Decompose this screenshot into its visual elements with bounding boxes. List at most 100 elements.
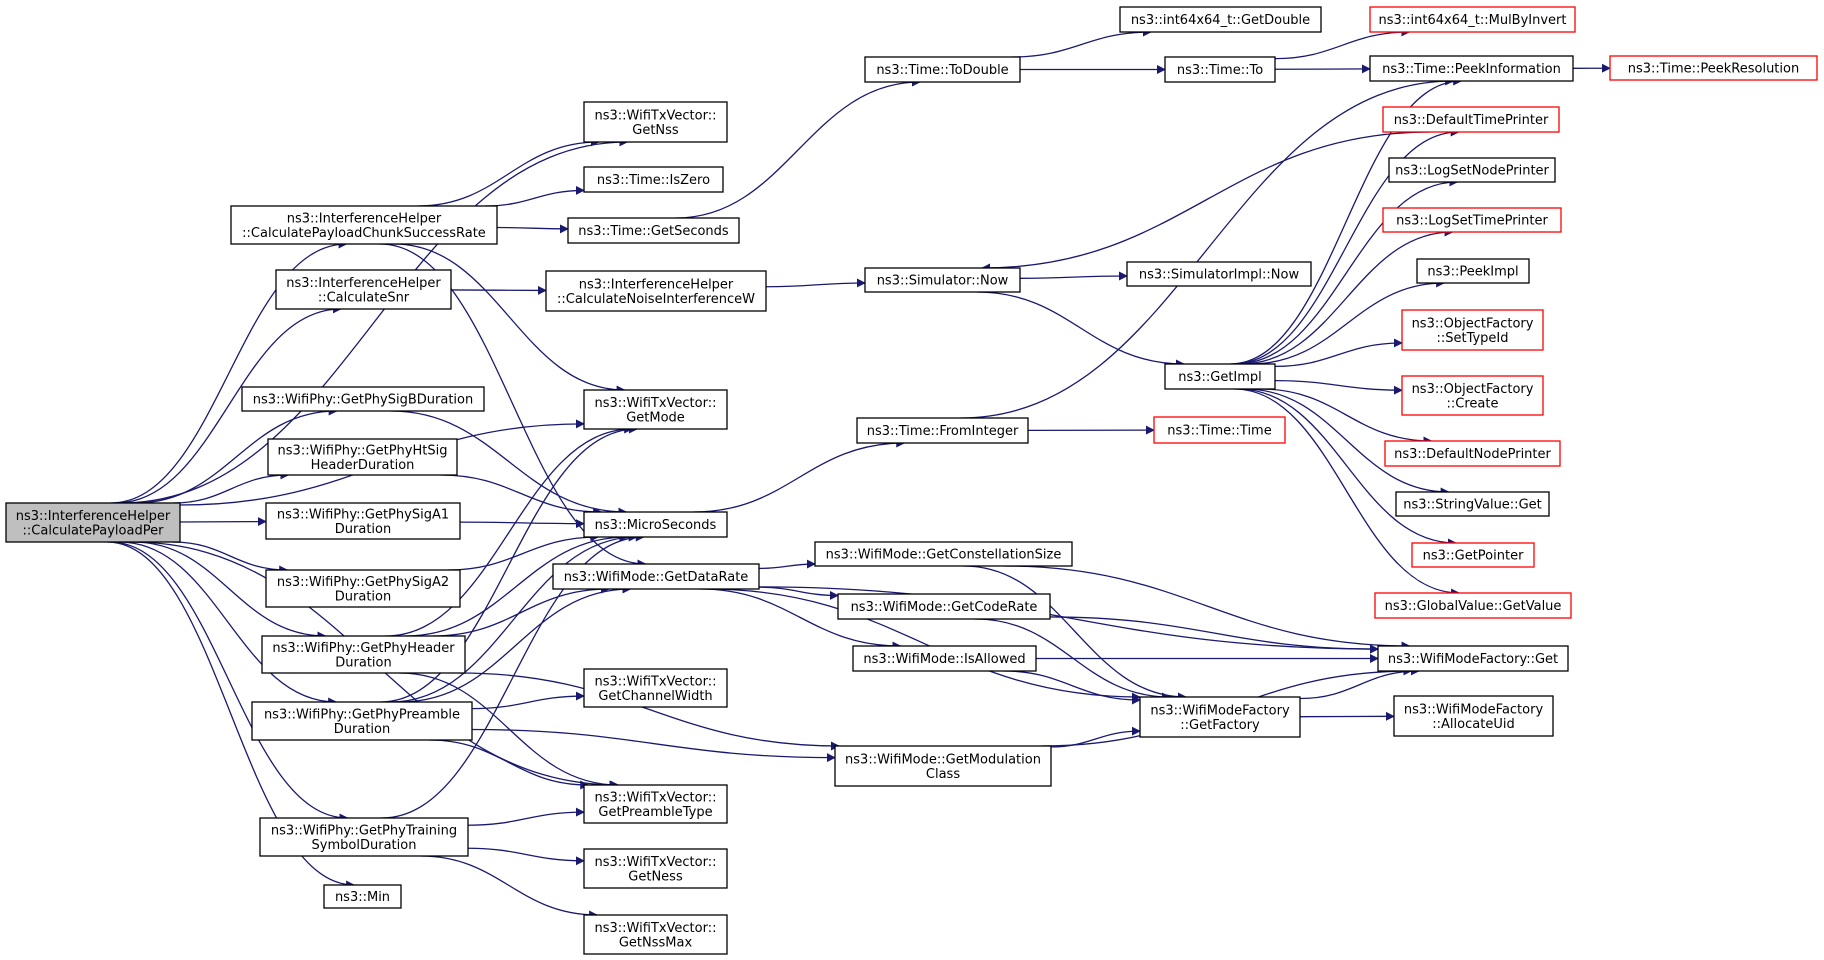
node-box	[1164, 56, 1276, 83]
node-isZero[interactable]: ns3::Time::IsZero	[583, 166, 724, 193]
node-timeTime[interactable]: ns3::Time::Time	[1153, 416, 1286, 444]
node-box	[834, 745, 1052, 787]
edge-isAllowed-to-factory	[1003, 670, 1141, 705]
node-label-line: ns3::Time::Time	[1167, 424, 1271, 439]
node-gvGet[interactable]: ns3::GlobalValue::GetValue	[1374, 592, 1572, 619]
edge-defTime-to-now	[981, 131, 1430, 273]
node-label-line: ns3::ObjectFactory	[1412, 316, 1534, 331]
node-box	[265, 569, 461, 608]
node-box	[1416, 258, 1530, 284]
node-box	[1369, 6, 1576, 33]
node-noise[interactable]: ns3::InterferenceHelper::CalculateNoiseI…	[545, 270, 767, 312]
edge-getImpl-to-logNode	[1235, 177, 1459, 365]
node-box	[1139, 696, 1301, 738]
node-box	[1382, 207, 1562, 233]
node-train[interactable]: ns3::WifiPhy::GetPhyTrainingSymbolDurati…	[259, 817, 469, 857]
node-fromInt[interactable]: ns3::Time::FromInteger	[856, 417, 1029, 444]
node-now[interactable]: ns3::Simulator::Now	[864, 267, 1021, 293]
node-label-line: ns3::WifiMode::GetDataRate	[564, 570, 749, 585]
node-defNode[interactable]: ns3::DefaultNodePrinter	[1384, 440, 1561, 467]
node-label-line: ns3::Simulator::Now	[877, 274, 1009, 289]
node-codeRate[interactable]: ns3::WifiMode::GetCodeRate	[837, 593, 1051, 620]
node-nssMax[interactable]: ns3::WifiTxVector::GetNssMax	[583, 914, 728, 955]
edge-codeRate-to-wmfGet	[1049, 616, 1379, 654]
node-label-line: Duration	[335, 589, 391, 604]
node-box	[261, 635, 466, 674]
node-timeTo[interactable]: ns3::Time::To	[1164, 56, 1276, 83]
node-objSet[interactable]: ns3::ObjectFactory::SetTypeId	[1401, 309, 1544, 351]
node-label-line: Duration	[334, 722, 390, 737]
node-peekRes[interactable]: ns3::Time::PeekResolution	[1609, 55, 1818, 81]
node-logNode[interactable]: ns3::LogSetNodePrinter	[1388, 157, 1556, 183]
node-calcChunk[interactable]: ns3::InterferenceHelper::CalculatePayloa…	[230, 205, 498, 245]
node-label-line: ns3::WifiPhy::GetPhySigA1	[277, 507, 449, 522]
edge-getImpl-to-peekImpl	[1249, 278, 1446, 365]
node-label-line: ::Create	[1447, 396, 1499, 411]
node-defTime[interactable]: ns3::DefaultTimePrinter	[1382, 106, 1560, 133]
node-preType[interactable]: ns3::WifiTxVector::GetPreambleType	[583, 784, 728, 824]
node-box	[567, 217, 740, 244]
node-box	[265, 502, 461, 540]
node-sigB[interactable]: ns3::WifiPhy::GetPhySigBDuration	[241, 386, 485, 412]
node-getPtr[interactable]: ns3::GetPointer	[1411, 542, 1535, 568]
node-micro[interactable]: ns3::MicroSeconds	[583, 511, 728, 538]
edge-getImpl-to-strGet	[1244, 388, 1450, 497]
edge-root-to-train	[109, 541, 349, 823]
node-logTime[interactable]: ns3::LogSetTimePrinter	[1382, 207, 1562, 233]
node-getMode[interactable]: ns3::WifiTxVector::GetMode	[583, 389, 728, 430]
node-toDouble[interactable]: ns3::Time::ToDouble	[864, 56, 1021, 83]
node-label-line: GetMode	[626, 410, 685, 425]
node-box	[1384, 440, 1561, 467]
edge-calcChunk-to-nss	[417, 137, 600, 207]
node-box	[1395, 491, 1550, 517]
node-getImpl[interactable]: ns3::GetImpl	[1164, 363, 1276, 390]
node-peekInfo[interactable]: ns3::Time::PeekInformation	[1369, 55, 1574, 82]
node-strGet[interactable]: ns3::StringValue::Get	[1395, 491, 1550, 517]
node-label-line: ns3::WifiPhy::GetPhyHtSig	[278, 443, 448, 458]
node-allocUid[interactable]: ns3::WifiModeFactory::AllocateUid	[1393, 695, 1554, 737]
node-chWidth[interactable]: ns3::WifiTxVector::GetChannelWidth	[583, 668, 728, 708]
node-nss[interactable]: ns3::WifiTxVector::GetNss	[583, 101, 728, 143]
node-getDouble[interactable]: ns3::int64x64_t::GetDouble	[1119, 6, 1322, 33]
edge-train-to-ness	[467, 847, 585, 866]
node-constSize[interactable]: ns3::WifiMode::GetConstellationSize	[814, 541, 1073, 567]
node-box	[251, 701, 473, 741]
node-isAllowed[interactable]: ns3::WifiMode::IsAllowed	[852, 645, 1037, 672]
node-factory[interactable]: ns3::WifiModeFactory::GetFactory	[1139, 696, 1301, 738]
node-label-line: ns3::MicroSeconds	[595, 518, 717, 533]
node-box	[1401, 309, 1544, 351]
node-dataRate[interactable]: ns3::WifiMode::GetDataRate	[552, 563, 760, 590]
node-label-line: ns3::WifiModeFactory::Get	[1388, 652, 1558, 667]
node-calcSnr[interactable]: ns3::InterferenceHelper::CalculateSnr	[275, 269, 452, 310]
node-box	[814, 541, 1073, 567]
node-simImplNow[interactable]: ns3::SimulatorImpl::Now	[1126, 261, 1312, 287]
node-objCreate[interactable]: ns3::ObjectFactory::Create	[1401, 375, 1544, 416]
node-box	[864, 267, 1021, 293]
node-peekImpl[interactable]: ns3::PeekImpl	[1416, 258, 1530, 284]
node-label-line: ns3::PeekImpl	[1427, 265, 1518, 280]
edge-getImpl-to-getPtr	[1237, 388, 1457, 548]
node-ness[interactable]: ns3::WifiTxVector::GetNess	[583, 848, 728, 889]
node-wmfGet[interactable]: ns3::WifiModeFactory::Get	[1377, 645, 1569, 672]
node-label-line: ns3::WifiModeFactory	[1150, 703, 1290, 718]
node-box	[583, 668, 728, 708]
node-box	[1369, 55, 1574, 82]
node-box	[1393, 695, 1554, 737]
node-box	[1377, 645, 1569, 672]
edge-root-to-nss	[120, 137, 629, 504]
node-mulBy[interactable]: ns3::int64x64_t::MulByInvert	[1369, 6, 1576, 33]
node-min[interactable]: ns3::Min	[323, 884, 402, 909]
node-box	[583, 914, 728, 955]
node-label-line: ns3::int64x64_t::MulByInvert	[1378, 13, 1566, 28]
node-box	[1382, 106, 1560, 133]
node-box	[545, 270, 767, 312]
edge-factory-to-wmfGet	[1299, 666, 1420, 700]
node-getSec[interactable]: ns3::Time::GetSeconds	[567, 217, 740, 244]
node-label-line: Duration	[335, 655, 391, 670]
